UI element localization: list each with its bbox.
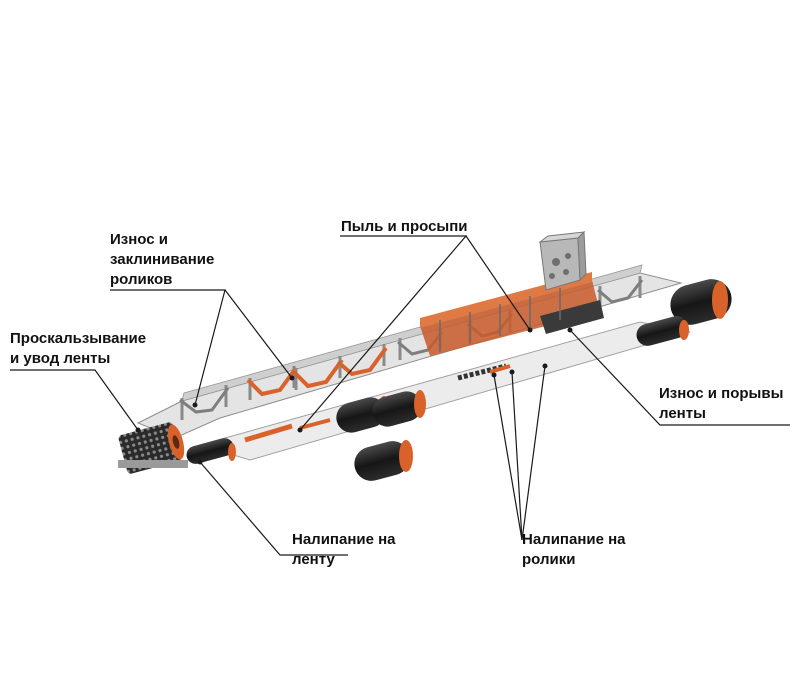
hopper-icon <box>538 230 587 291</box>
label-dust: Пыль и просыпи <box>341 217 468 237</box>
label-belt-buildup: Налипание на ленту <box>292 530 396 570</box>
leader-roller-buildup-3 <box>521 365 546 541</box>
idler-station <box>179 385 230 420</box>
label-dust-line-1: Пыль и просыпи <box>341 218 468 235</box>
label-slip-line-1: Проскальзывание <box>10 330 147 347</box>
label-belt-buildup-line-2: ленту <box>292 551 335 568</box>
label-belt-buildup-line-1: Налипание на <box>292 531 396 548</box>
return-rollers <box>244 363 511 443</box>
leader-lines <box>10 235 790 556</box>
leader-dust-2 <box>465 235 531 331</box>
idler-station <box>336 344 388 378</box>
leader-slip <box>10 369 139 431</box>
take-up-pulleys <box>336 390 426 481</box>
leader-belt-wear <box>569 329 790 426</box>
leader-belt-buildup <box>199 461 348 556</box>
leader-roller-buildup-1 <box>493 374 523 541</box>
label-belt-wear-line-1: Износ и порывы <box>659 385 784 402</box>
snub-roller <box>186 438 236 464</box>
label-idler-wear-line-1: Износ и <box>110 231 168 248</box>
leader-roller-buildup-2 <box>511 371 523 541</box>
label-slip-line-2: и увод ленты <box>10 350 111 367</box>
label-belt-wear-line-2: ленты <box>659 405 706 422</box>
leader-dots <box>135 327 573 465</box>
label-roller-buildup: Налипание на ролики <box>522 530 626 570</box>
head-drum <box>636 279 732 346</box>
label-roller-buildup-line-1: Налипание на <box>522 531 626 548</box>
drum-icon <box>118 422 188 474</box>
label-slip: Проскальзывание и увод ленты <box>10 329 146 369</box>
label-idler-wear-line-3: роликов <box>110 271 173 288</box>
leader-idler-wear-2 <box>224 289 293 379</box>
label-belt-wear: Износ и порывы ленты <box>659 384 783 424</box>
label-idler-wear: Износ и заклинивание роликов <box>110 230 214 290</box>
label-roller-buildup-line-2: ролики <box>522 551 576 568</box>
label-idler-wear-line-2: заклинивание <box>110 251 215 268</box>
